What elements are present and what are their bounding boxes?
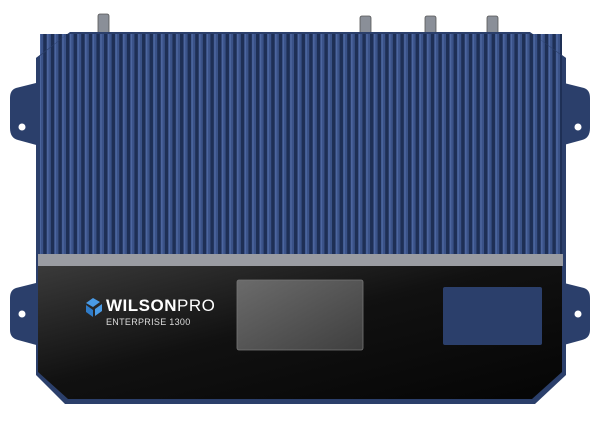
antenna-connectors <box>97 13 499 35</box>
display-screen <box>236 279 364 351</box>
cooling-fins <box>40 34 562 254</box>
brand-name: WILSONPRO <box>106 296 215 316</box>
model-name: ENTERPRISE 1300 <box>106 317 191 327</box>
brand-suffix: PRO <box>177 296 216 315</box>
status-window <box>443 287 542 345</box>
brand-main: WILSON <box>106 296 177 315</box>
wilson-logo-icon <box>86 298 102 317</box>
silver-stripe <box>38 254 563 266</box>
